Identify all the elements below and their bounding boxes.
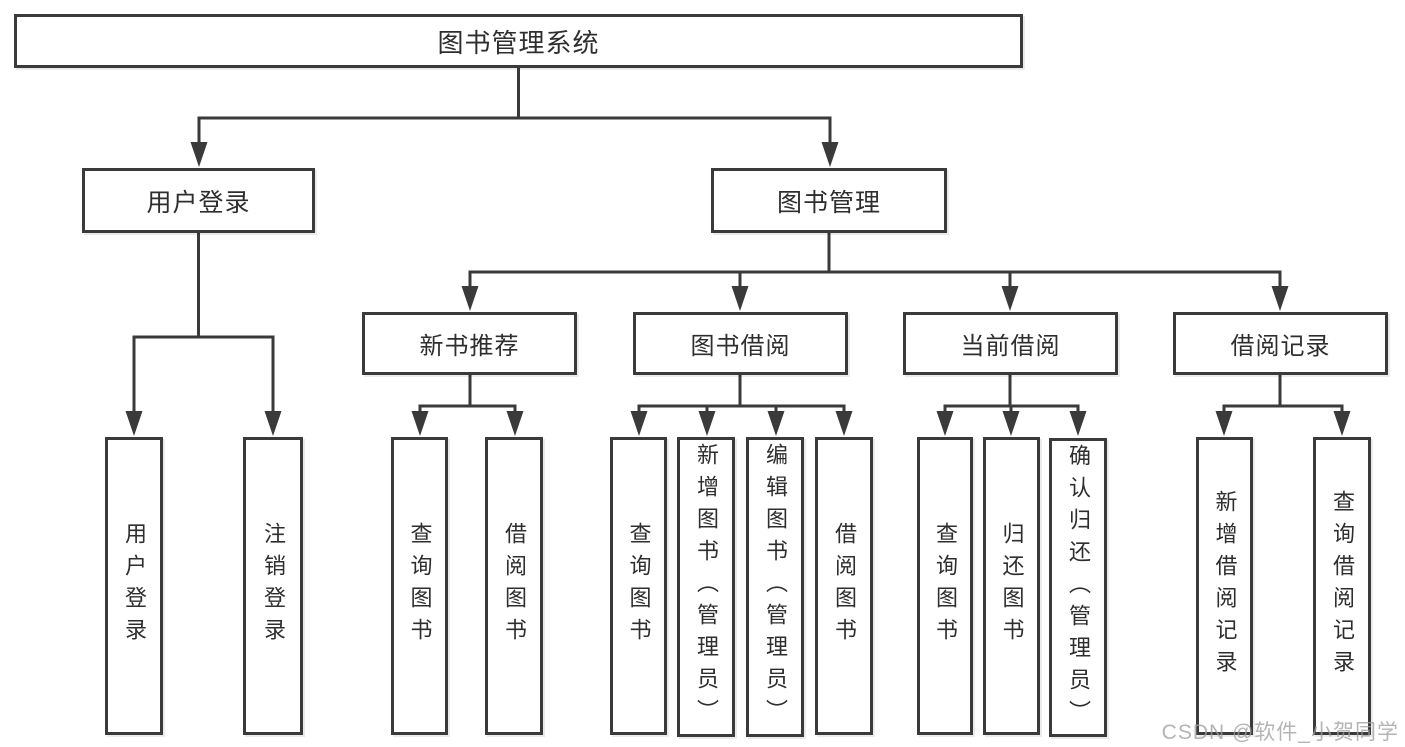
node-borrow-books-borrowing: 借阅图书 xyxy=(815,437,873,735)
node-new-book-recommend: 新书推荐 xyxy=(362,312,577,375)
arrow-icon xyxy=(630,411,648,436)
node-borrow-books-recommend: 借阅图书 xyxy=(485,437,543,735)
node-user-login-branch: 用户登录 xyxy=(82,168,315,233)
node-query-borrow-record: 查询借阅记录 xyxy=(1313,437,1371,735)
arrow-icon xyxy=(125,411,143,436)
arrow-icon xyxy=(1001,286,1019,311)
node-add-books-admin: 新增图书（管理员） xyxy=(677,437,735,737)
csdn-watermark: CSDN @软件_小贺同学 xyxy=(1161,721,1399,744)
arrow-icon xyxy=(835,411,853,436)
arrow-icon xyxy=(698,411,716,436)
node-return-books: 归还图书 xyxy=(983,437,1040,735)
arrow-icon xyxy=(411,411,429,436)
arrow-icon xyxy=(1069,411,1087,436)
node-library-system: 图书管理系统 xyxy=(14,14,1023,68)
arrow-icon xyxy=(461,286,479,311)
arrow-icon xyxy=(1002,411,1020,436)
node-current-borrowing: 当前借阅 xyxy=(903,312,1118,375)
node-confirm-return-admin: 确认归还（管理员） xyxy=(1049,438,1107,737)
node-query-books-recommend: 查询图书 xyxy=(391,437,448,735)
node-logout-action: 注销登录 xyxy=(243,437,303,735)
node-query-books-borrowing: 查询图书 xyxy=(610,437,667,735)
arrow-icon xyxy=(264,411,282,436)
node-book-borrowing: 图书借阅 xyxy=(633,312,848,375)
arrow-icon xyxy=(821,142,839,167)
arrow-icon xyxy=(936,411,954,436)
arrow-icon xyxy=(731,286,749,311)
arrow-icon xyxy=(767,411,785,436)
arrow-icon xyxy=(1333,411,1351,436)
node-add-borrow-record: 新增借阅记录 xyxy=(1196,437,1253,735)
node-book-management: 图书管理 xyxy=(711,168,947,233)
node-borrow-records: 借阅记录 xyxy=(1173,312,1388,375)
arrow-icon xyxy=(1271,286,1289,311)
node-edit-books-admin: 编辑图书（管理员） xyxy=(746,437,804,737)
node-user-login-action: 用户登录 xyxy=(105,437,163,735)
arrowheads xyxy=(125,142,1351,436)
arrow-icon xyxy=(506,411,524,436)
node-query-books-current: 查询图书 xyxy=(917,437,973,735)
arrow-icon xyxy=(190,142,208,167)
arrow-icon xyxy=(1215,411,1233,436)
